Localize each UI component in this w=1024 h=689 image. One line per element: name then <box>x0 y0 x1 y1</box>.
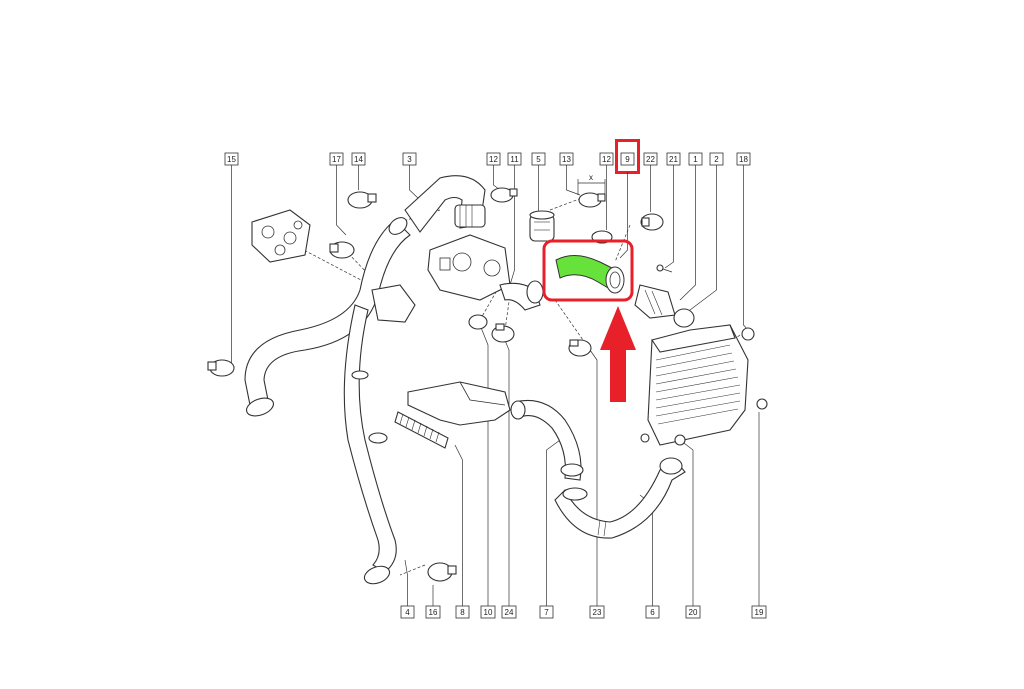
svg-text:22: 22 <box>646 155 655 164</box>
svg-text:16: 16 <box>429 608 438 617</box>
clamp-23 <box>568 339 592 357</box>
clamp-17 <box>329 241 355 259</box>
callout-12b: 12 <box>599 152 614 166</box>
svg-text:5: 5 <box>536 155 541 164</box>
clamp-22 <box>640 213 664 231</box>
callout-10: 10 <box>480 605 496 619</box>
bottom-callouts: 4 16 8 10 24 7 23 6 20 19 <box>400 605 767 619</box>
svg-text:x: x <box>589 173 593 182</box>
intercooler <box>640 324 768 446</box>
callout-14: 14 <box>351 152 366 166</box>
svg-text:11: 11 <box>510 155 519 164</box>
callout-7: 7 <box>539 605 554 619</box>
callout-9: 9 <box>620 152 635 166</box>
hose-9-highlighted <box>542 239 634 302</box>
callout-13: 13 <box>559 152 574 166</box>
hose-4 <box>343 284 416 585</box>
hose-clamps <box>207 187 664 582</box>
svg-text:20: 20 <box>689 608 698 617</box>
svg-text:14: 14 <box>354 155 363 164</box>
coupler-5 <box>529 210 555 242</box>
hose-15 <box>244 217 411 417</box>
svg-text:6: 6 <box>650 608 655 617</box>
callout-23: 23 <box>589 605 605 619</box>
callout-24: 24 <box>501 605 517 619</box>
callout-11: 11 <box>507 152 522 166</box>
callout-19: 19 <box>751 605 767 619</box>
callout-1: 1 <box>688 152 703 166</box>
callout-12a: 12 <box>486 152 501 166</box>
svg-text:19: 19 <box>755 608 764 617</box>
callout-20: 20 <box>685 605 701 619</box>
svg-text:24: 24 <box>505 608 514 617</box>
throttle-body <box>427 234 511 301</box>
svg-text:13: 13 <box>562 155 571 164</box>
air-deflector <box>407 381 511 426</box>
grille-8 <box>394 411 449 449</box>
callout-3: 3 <box>402 152 417 166</box>
o-ring-2 <box>673 308 695 328</box>
svg-text:3: 3 <box>407 155 412 164</box>
callout-6: 6 <box>645 605 660 619</box>
intercooler-fins <box>655 344 741 425</box>
bolt-21 <box>656 264 673 273</box>
svg-text:9: 9 <box>625 155 630 164</box>
clamp-13 <box>578 192 606 208</box>
dimension-x: x <box>577 173 606 195</box>
sensor-1 <box>634 284 676 319</box>
clamp-left-15 <box>207 359 235 377</box>
callout-22: 22 <box>643 152 658 166</box>
callout-16: 16 <box>425 605 441 619</box>
svg-text:23: 23 <box>593 608 602 617</box>
clamp-24 <box>491 323 515 343</box>
svg-text:21: 21 <box>669 155 678 164</box>
callout-15: 15 <box>224 152 239 166</box>
hose-9-highlight-frame <box>542 239 634 302</box>
svg-text:7: 7 <box>544 608 549 617</box>
svg-text:1: 1 <box>693 155 698 164</box>
callout-5: 5 <box>531 152 546 166</box>
svg-text:12: 12 <box>489 155 498 164</box>
svg-text:8: 8 <box>460 608 465 617</box>
svg-text:10: 10 <box>484 608 493 617</box>
pipe-3 <box>404 175 486 233</box>
callout-18: 18 <box>736 152 751 166</box>
clamp-14 <box>347 191 377 209</box>
callout-21: 21 <box>666 152 681 166</box>
clamp-10 <box>468 314 488 330</box>
callout-8: 8 <box>455 605 470 619</box>
hose-6 <box>554 457 686 539</box>
elbow-11 <box>499 280 544 311</box>
svg-text:18: 18 <box>739 155 748 164</box>
clamp-12a <box>490 187 518 203</box>
callout-2: 2 <box>709 152 724 166</box>
svg-text:2: 2 <box>714 155 719 164</box>
turbo-manifold <box>251 209 311 263</box>
svg-text:4: 4 <box>405 608 410 617</box>
clamp-16 <box>427 562 457 582</box>
svg-text:17: 17 <box>332 155 341 164</box>
callout-4: 4 <box>400 605 415 619</box>
svg-text:15: 15 <box>227 155 236 164</box>
hose-7 <box>510 399 584 481</box>
svg-text:12: 12 <box>602 155 611 164</box>
up-arrow-icon <box>600 306 636 402</box>
top-callouts: 15 17 14 3 12 11 5 13 12 9 22 21 1 2 18 <box>224 152 751 166</box>
callout-17: 17 <box>329 152 344 166</box>
